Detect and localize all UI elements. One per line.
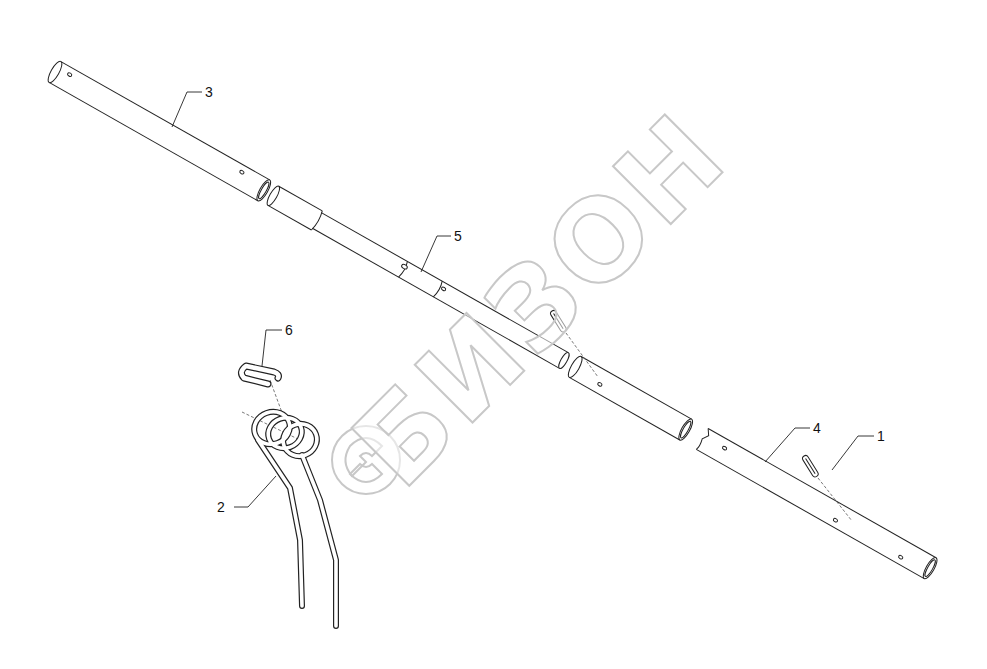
callout-number: 5 [454,229,462,243]
callout-number: 6 [285,323,293,337]
callout-number: 1 [877,429,885,443]
watermark: БИЗОН [335,95,745,505]
callout-number: 4 [813,421,821,435]
shaft-assembly [46,60,940,581]
torsion-spring [250,407,336,626]
bent-pin [241,366,278,384]
callout-number: 2 [217,500,225,514]
leader-line [172,92,874,507]
pin [801,454,819,478]
callout-number: 3 [205,85,213,99]
